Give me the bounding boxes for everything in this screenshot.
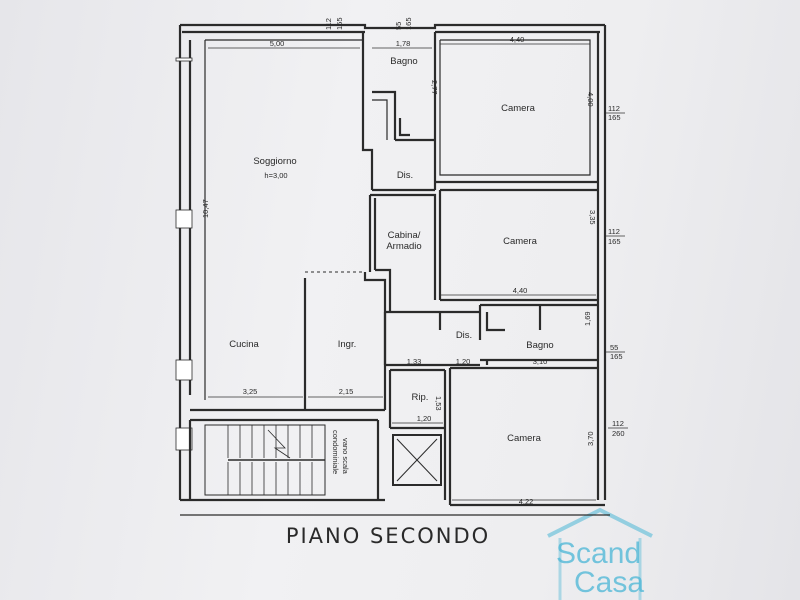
stair-label-1: vano scala [341, 438, 350, 475]
stair-label-2: condominiale [331, 430, 340, 474]
room-label-rip: Rip. [412, 392, 429, 403]
bedroom-1-walls [435, 39, 598, 184]
dim-bagno2-depth: 1,69 [583, 311, 592, 326]
agency-logo: Scand Casa [547, 507, 653, 600]
room-label-ingresso: Ingr. [338, 339, 357, 350]
dim-camera3-depth: 3,70 [586, 431, 595, 446]
room-label-cucina: Cucina [229, 339, 259, 350]
dim-rip-width: 1,20 [417, 414, 432, 423]
dim-right-2b: 165 [608, 237, 621, 246]
dim-camera3-width: 4,22 [519, 497, 534, 506]
dim-right-3b: 165 [610, 352, 623, 361]
dim-camera1-depth: 4,00 [586, 92, 595, 107]
dim-bagno-depth: 2,77 [430, 80, 439, 95]
plan-title: PIANO SECONDO [286, 524, 490, 548]
room-label-bagno-mid: Bagno [526, 340, 553, 351]
dim-right-3a: 55 [610, 343, 618, 352]
dim-right-2a: 112 [608, 227, 620, 236]
outer-walls [178, 23, 610, 516]
room-label-bagno-top: Bagno [390, 56, 417, 67]
dim-right-4b: 260 [612, 429, 625, 438]
dimension-lines [208, 43, 596, 501]
bath-mid-walls [383, 303, 598, 367]
dim-top-3: 55 [394, 22, 403, 30]
dim-right-4a: 112 [612, 419, 624, 428]
elevator-shaft [392, 434, 442, 486]
dim-133: 1,33 [407, 357, 422, 366]
dim-top-1: 112 [324, 18, 333, 30]
room-height-label: h=3,00 [264, 171, 287, 180]
dim-right-1b: 165 [608, 113, 621, 122]
living-area-walls [190, 39, 387, 412]
room-label-dis-mid: Dis. [456, 330, 472, 341]
room-label-camera-1: Camera [501, 103, 536, 114]
dim-camera2-depth: 3,35 [588, 210, 597, 225]
dim-ingresso-width: 2,15 [339, 387, 354, 396]
room-label-dis-top: Dis. [397, 170, 413, 181]
dim-120a: 1,20 [456, 357, 471, 366]
dim-camera1-width: 4,40 [510, 35, 525, 44]
storage-walls [388, 366, 598, 505]
dim-camera2-width: 4,40 [513, 286, 528, 295]
logo-line-2: Casa [574, 566, 644, 599]
dim-top-2: 165 [335, 17, 344, 30]
left-windows [175, 57, 193, 451]
logo-line-1: Scand [556, 537, 641, 570]
dim-bagno-width: 1,78 [396, 39, 411, 48]
stairwell [188, 418, 380, 500]
room-label-cabina-2: Armadio [386, 241, 421, 252]
room-label-camera-3: Camera [507, 433, 542, 444]
dim-soggiorno-width: 5,00 [270, 39, 285, 48]
dim-310: 3,10 [533, 357, 548, 366]
room-label-camera-2: Camera [503, 236, 538, 247]
dim-right-1a: 112 [608, 104, 620, 113]
bedroom-2-walls [438, 188, 598, 302]
dim-left-depth: 10,47 [201, 199, 210, 218]
dim-cucina-width: 3,25 [243, 387, 258, 396]
dim-top-4: 165 [404, 17, 413, 30]
dim-rip-depth: 1,53 [434, 396, 443, 411]
closet-walls [368, 193, 480, 314]
bath-top-walls [361, 32, 437, 192]
room-label-cabina-1: Cabina/ [388, 230, 421, 241]
room-label-soggiorno: Soggiorno [253, 156, 296, 167]
